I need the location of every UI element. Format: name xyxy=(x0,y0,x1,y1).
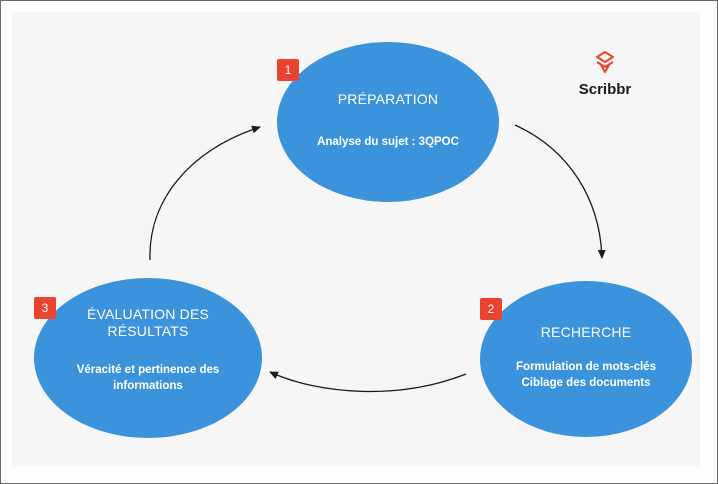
step-2-title: RECHERCHE xyxy=(540,324,632,340)
step-3-description: Véracité et pertinence des informations xyxy=(34,362,262,394)
step-3-title: ÉVALUATION DES RÉSULTATS xyxy=(34,306,262,340)
arrow-step2-to-step3 xyxy=(269,371,467,393)
step-3-title-line-1: ÉVALUATION DES xyxy=(86,306,210,322)
step-1-badge: 1 xyxy=(277,59,299,81)
step-2-description-line-1: Formulation de mots-clés xyxy=(516,361,656,373)
arrow-step3-to-step1 xyxy=(149,125,261,261)
scribbr-logo-icon xyxy=(596,51,614,73)
step-2-node: RECHERCHE Formulation de mots-clés Cibla… xyxy=(480,281,692,437)
step-1-title: PRÉPARATION xyxy=(337,91,439,107)
step-2-description-line-2: Ciblage des documents xyxy=(521,377,651,389)
arrow-step1-to-step2 xyxy=(514,124,606,259)
step-1-description: Analyse du sujet : 3QPOC xyxy=(317,136,459,148)
scribbr-logo: Scribbr xyxy=(570,50,640,98)
step-1-node: PRÉPARATION Analyse du sujet : 3QPOC xyxy=(277,42,499,202)
step-2-description: Formulation de mots-clés Ciblage des doc… xyxy=(480,359,692,391)
step-3-badge: 3 xyxy=(34,297,56,319)
step-3-description-line-1: Véracité et pertinence des xyxy=(76,364,220,376)
scribbr-logo-text: Scribbr xyxy=(578,81,632,98)
step-2-badge: 2 xyxy=(480,298,502,320)
step-3-description-line-2: informations xyxy=(113,380,183,392)
step-3-node: ÉVALUATION DES RÉSULTATS Véracité et per… xyxy=(34,278,262,438)
step-3-title-line-2: RÉSULTATS xyxy=(107,323,189,339)
